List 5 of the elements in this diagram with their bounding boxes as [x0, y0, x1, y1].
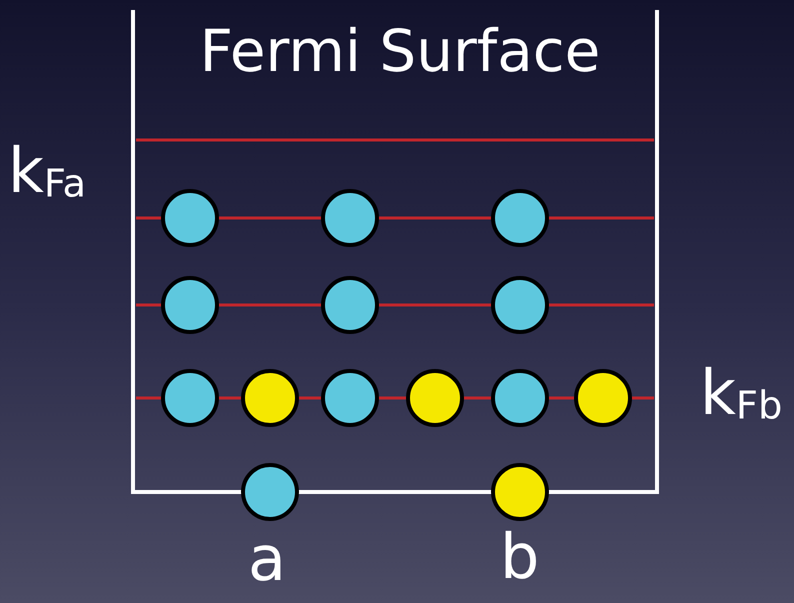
- species-label: b: [500, 526, 540, 588]
- title: Fermi Surface: [200, 22, 600, 80]
- wave-vector-label: k$_{Fb}$: [700, 362, 782, 426]
- wave-vector-label: k$_{Fa}$: [8, 140, 86, 204]
- species-label: a: [248, 528, 286, 590]
